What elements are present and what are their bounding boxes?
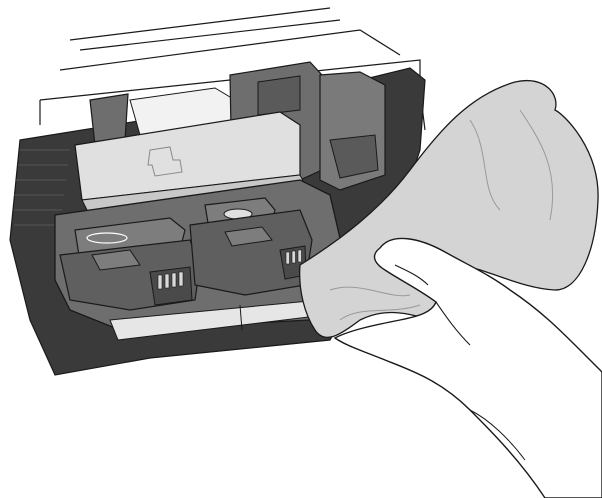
cartridge-contacts-left	[149, 266, 193, 306]
hand	[333, 237, 602, 498]
cleaning-cloth	[299, 79, 599, 339]
cartridge-slot-right	[189, 197, 313, 296]
cartridge-slot-left	[59, 217, 201, 311]
